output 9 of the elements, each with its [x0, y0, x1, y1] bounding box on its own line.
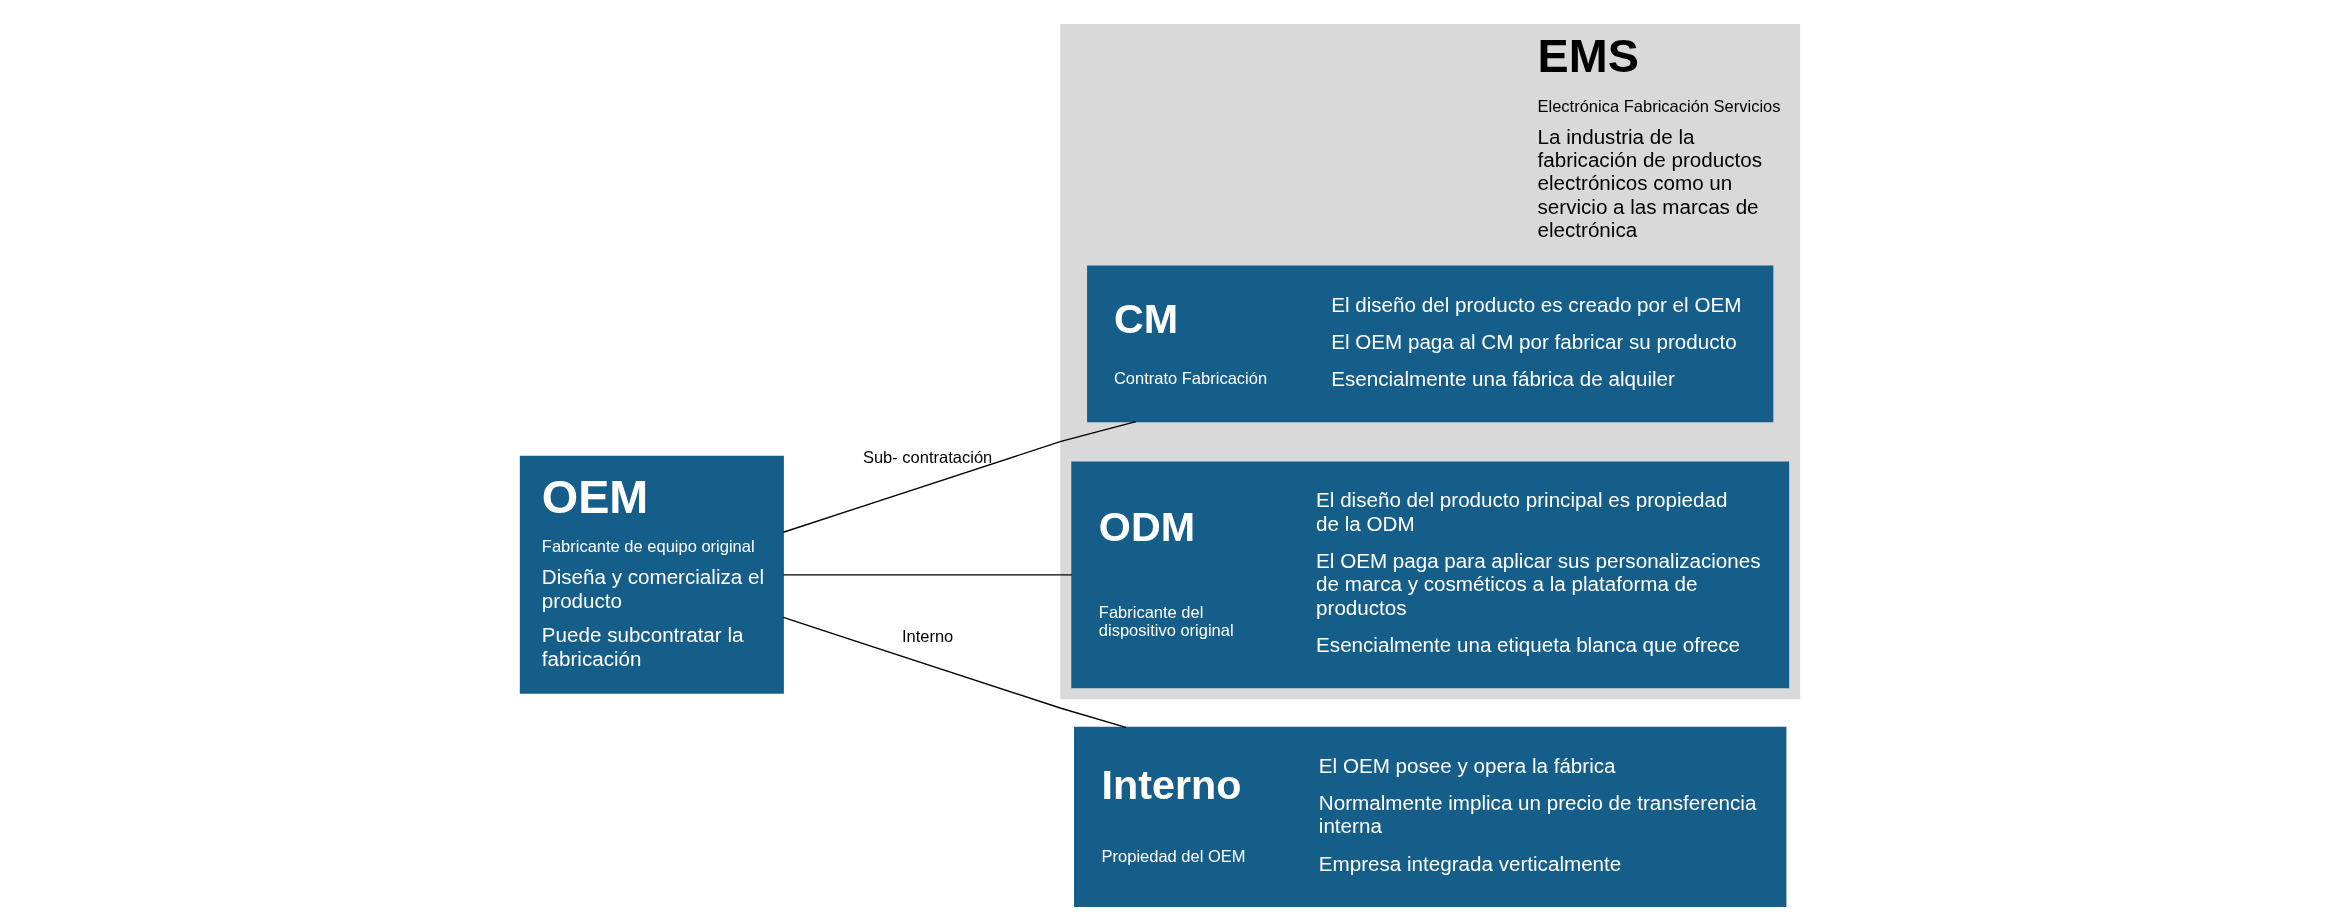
connector: [782, 574, 1073, 576]
edge-label: Sub- contratación: [862, 447, 993, 466]
node-box: OEM Fabricante de equipo original Diseña y comercializa el producto Puede subcontratar la fabricación: [519, 455, 784, 694]
edge-label: Interno: [901, 626, 954, 645]
node-box: CM Contrato Fabricación El diseño del producto es creado por el OEM El OEM paga al CM por fabricar su producto Esencialmente una fábrica de alquiler: [1087, 265, 1774, 423]
connector: [782, 616, 1127, 729]
connector: [782, 420, 1137, 533]
node-box: Interno Propiedad del OEM El OEM posee y opera la fábrica Normalmente implica un precio de transferencia interna Empresa integrada verticalmente: [1074, 726, 1787, 907]
node-box: ODM Fabricante del dispositivo original El diseño del producto principal es propiedad de la ODM El OEM paga para aplicar sus personalizaciones de marca y cosméticos a la plataforma de productos Esencialmente una etiqueta blanca que ofrece: [1071, 461, 1790, 689]
